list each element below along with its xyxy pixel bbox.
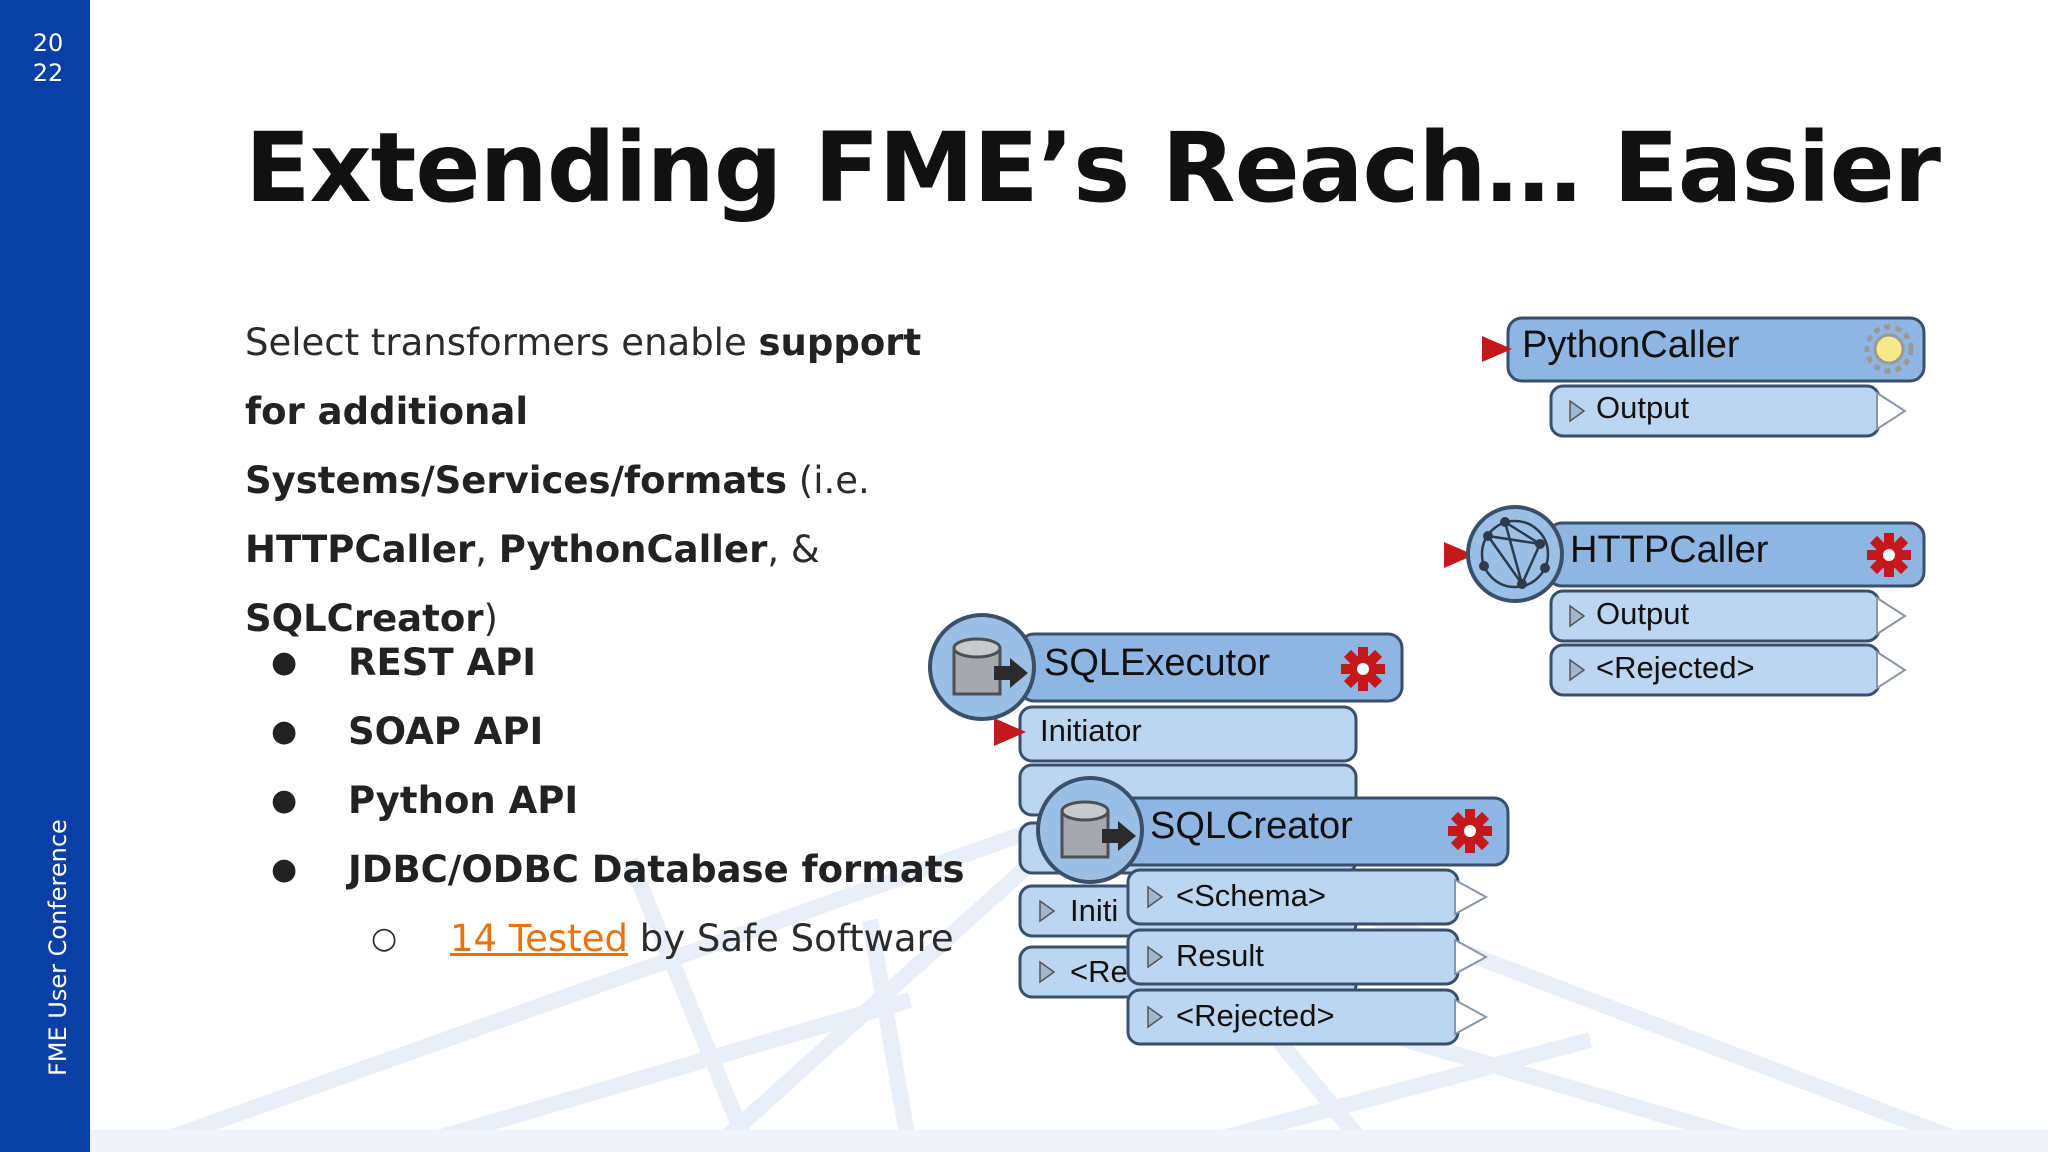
bottom-band: [90, 1130, 2048, 1152]
sql-creator-port: <Rejected>: [1176, 998, 1335, 1033]
para-text: ): [483, 597, 498, 640]
sql-creator-name: SQLCreator: [1150, 805, 1353, 847]
year-top: 20: [32, 29, 64, 57]
bullet-dot-icon: ●: [271, 645, 298, 680]
slide-title: Extending FME’s Reach… Easier: [245, 112, 1941, 224]
list-item: ●JDBC/ODBC Database formats: [245, 835, 965, 904]
sql-executor-port: <Re: [1070, 954, 1128, 989]
http-caller-port: <Rejected>: [1596, 650, 1755, 685]
conference-label: FME User Conference: [44, 819, 72, 1076]
para-bold: HTTPCaller: [245, 528, 476, 571]
globe-icon: [1466, 505, 1564, 603]
list-item: ●Python API: [245, 766, 965, 835]
para-text: (i.e.: [787, 459, 870, 502]
sub-item-text: by Safe Software: [627, 917, 954, 960]
sql-executor-port: Initi: [1070, 893, 1119, 928]
para-text: , &: [767, 528, 820, 571]
sql-creator-port: Result: [1176, 938, 1264, 973]
list-item: ●REST API: [245, 628, 965, 697]
sidebar: [0, 0, 90, 1152]
tested-link[interactable]: 14 Tested: [450, 917, 628, 960]
python-caller-port: Output: [1596, 390, 1690, 425]
year-bottom: 22: [32, 59, 64, 87]
bullet-circle-icon: ○: [371, 921, 398, 956]
python-caller-name: PythonCaller: [1522, 324, 1740, 366]
para-bold: SQLCreator: [245, 597, 484, 640]
sql-executor-port: Initiator: [1040, 713, 1142, 748]
gear-icon: [1867, 533, 1911, 577]
sub-list-item: ○ 14 Tested by Safe Software: [245, 904, 965, 973]
sql-creator-port: <Schema>: [1176, 878, 1326, 913]
bullet-dot-icon: ●: [271, 783, 298, 818]
bullet-dot-icon: ●: [271, 852, 298, 887]
http-caller-port: Output: [1596, 596, 1690, 631]
list-item: ●SOAP API: [245, 697, 965, 766]
para-text: ,: [475, 528, 499, 571]
para-text: Select transformers enable: [245, 321, 759, 364]
gear-icon[interactable]: [1864, 324, 1914, 374]
para-bold: PythonCaller: [498, 528, 768, 571]
http-caller-name: HTTPCaller: [1570, 529, 1769, 571]
bullet-dot-icon: ●: [271, 714, 298, 749]
gear-icon: [1341, 647, 1385, 691]
bullet-list: ●REST API ●SOAP API ●Python API ●JDBC/OD…: [245, 628, 965, 973]
intro-paragraph: Select transformers enable support for a…: [245, 308, 985, 653]
para-bold: support for additional Systems/Services/…: [245, 321, 922, 502]
sql-executor-name: SQLExecutor: [1044, 642, 1270, 684]
